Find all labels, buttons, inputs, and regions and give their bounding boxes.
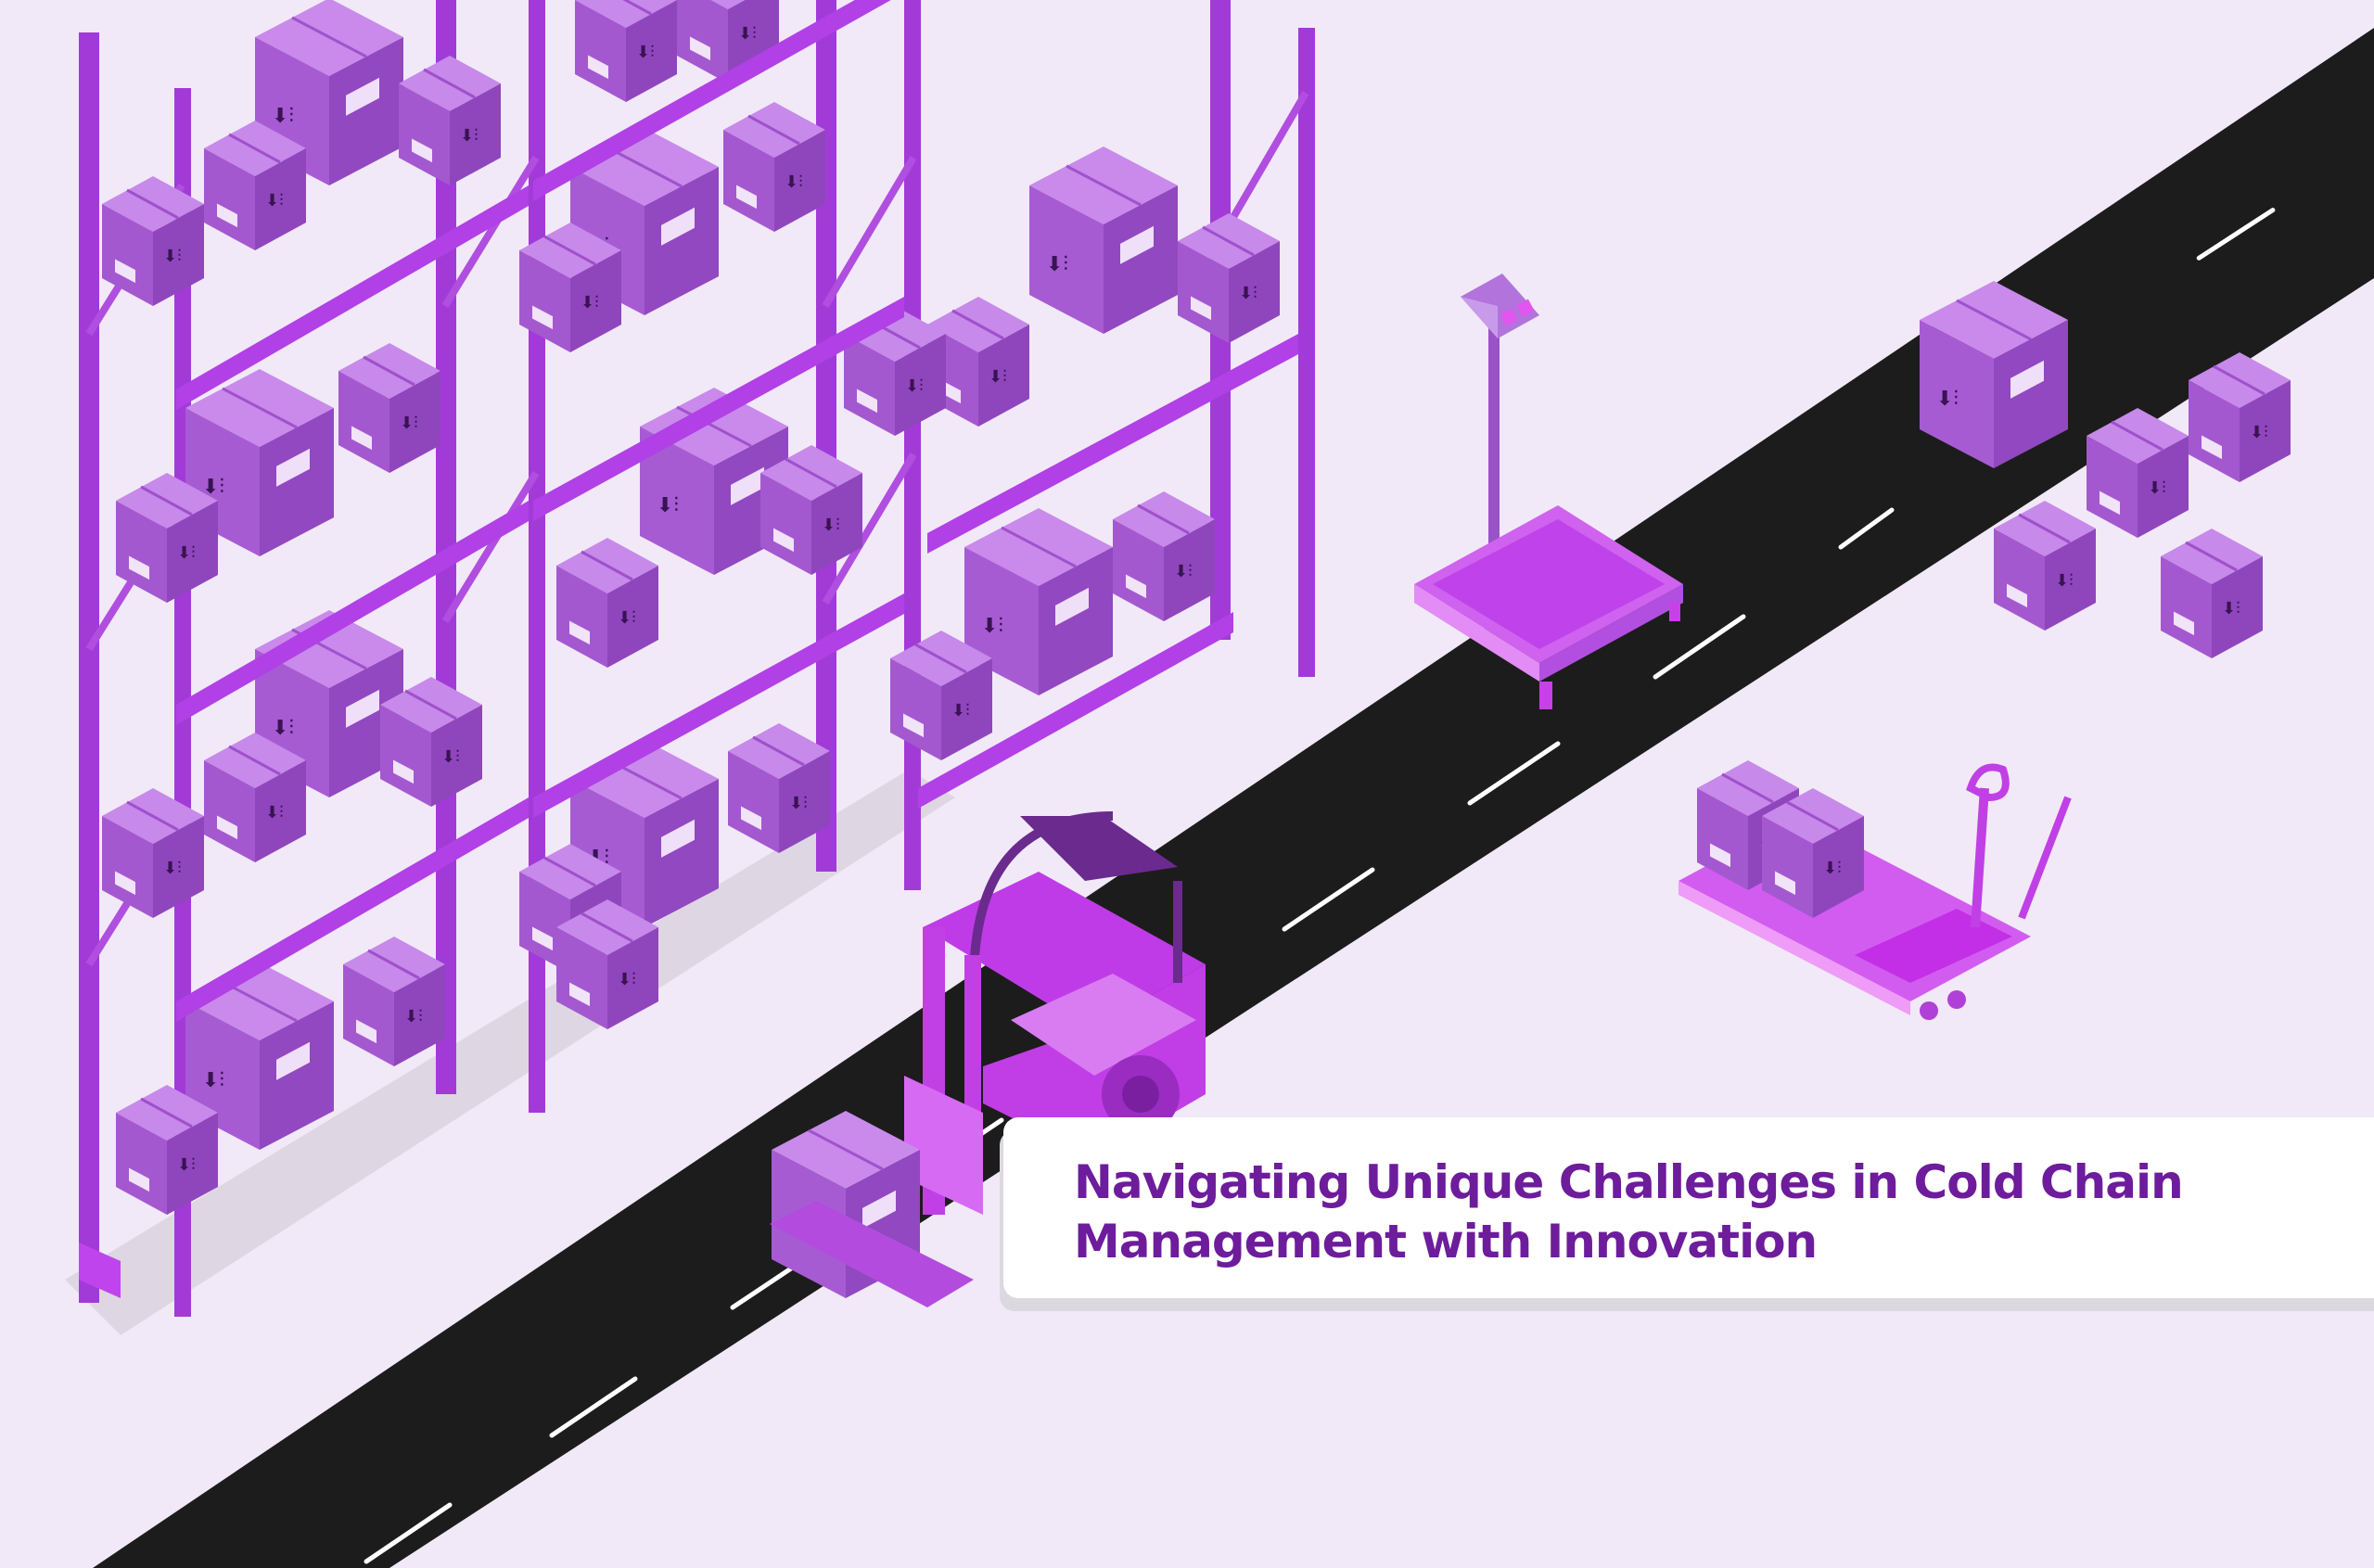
road	[93, 28, 2374, 1568]
title-line-1: Navigating Unique Challenges in Cold Cha…	[1074, 1155, 2184, 1209]
rack-beams	[79, 0, 1298, 1298]
weighing-scale	[1414, 274, 1683, 709]
pallet-jack	[1678, 759, 2072, 1020]
title-line-2: Management with Innovation	[1074, 1215, 1818, 1268]
title-card: Navigating Unique Challenges in Cold Cha…	[1003, 1117, 2374, 1298]
forklift	[770, 811, 1206, 1307]
